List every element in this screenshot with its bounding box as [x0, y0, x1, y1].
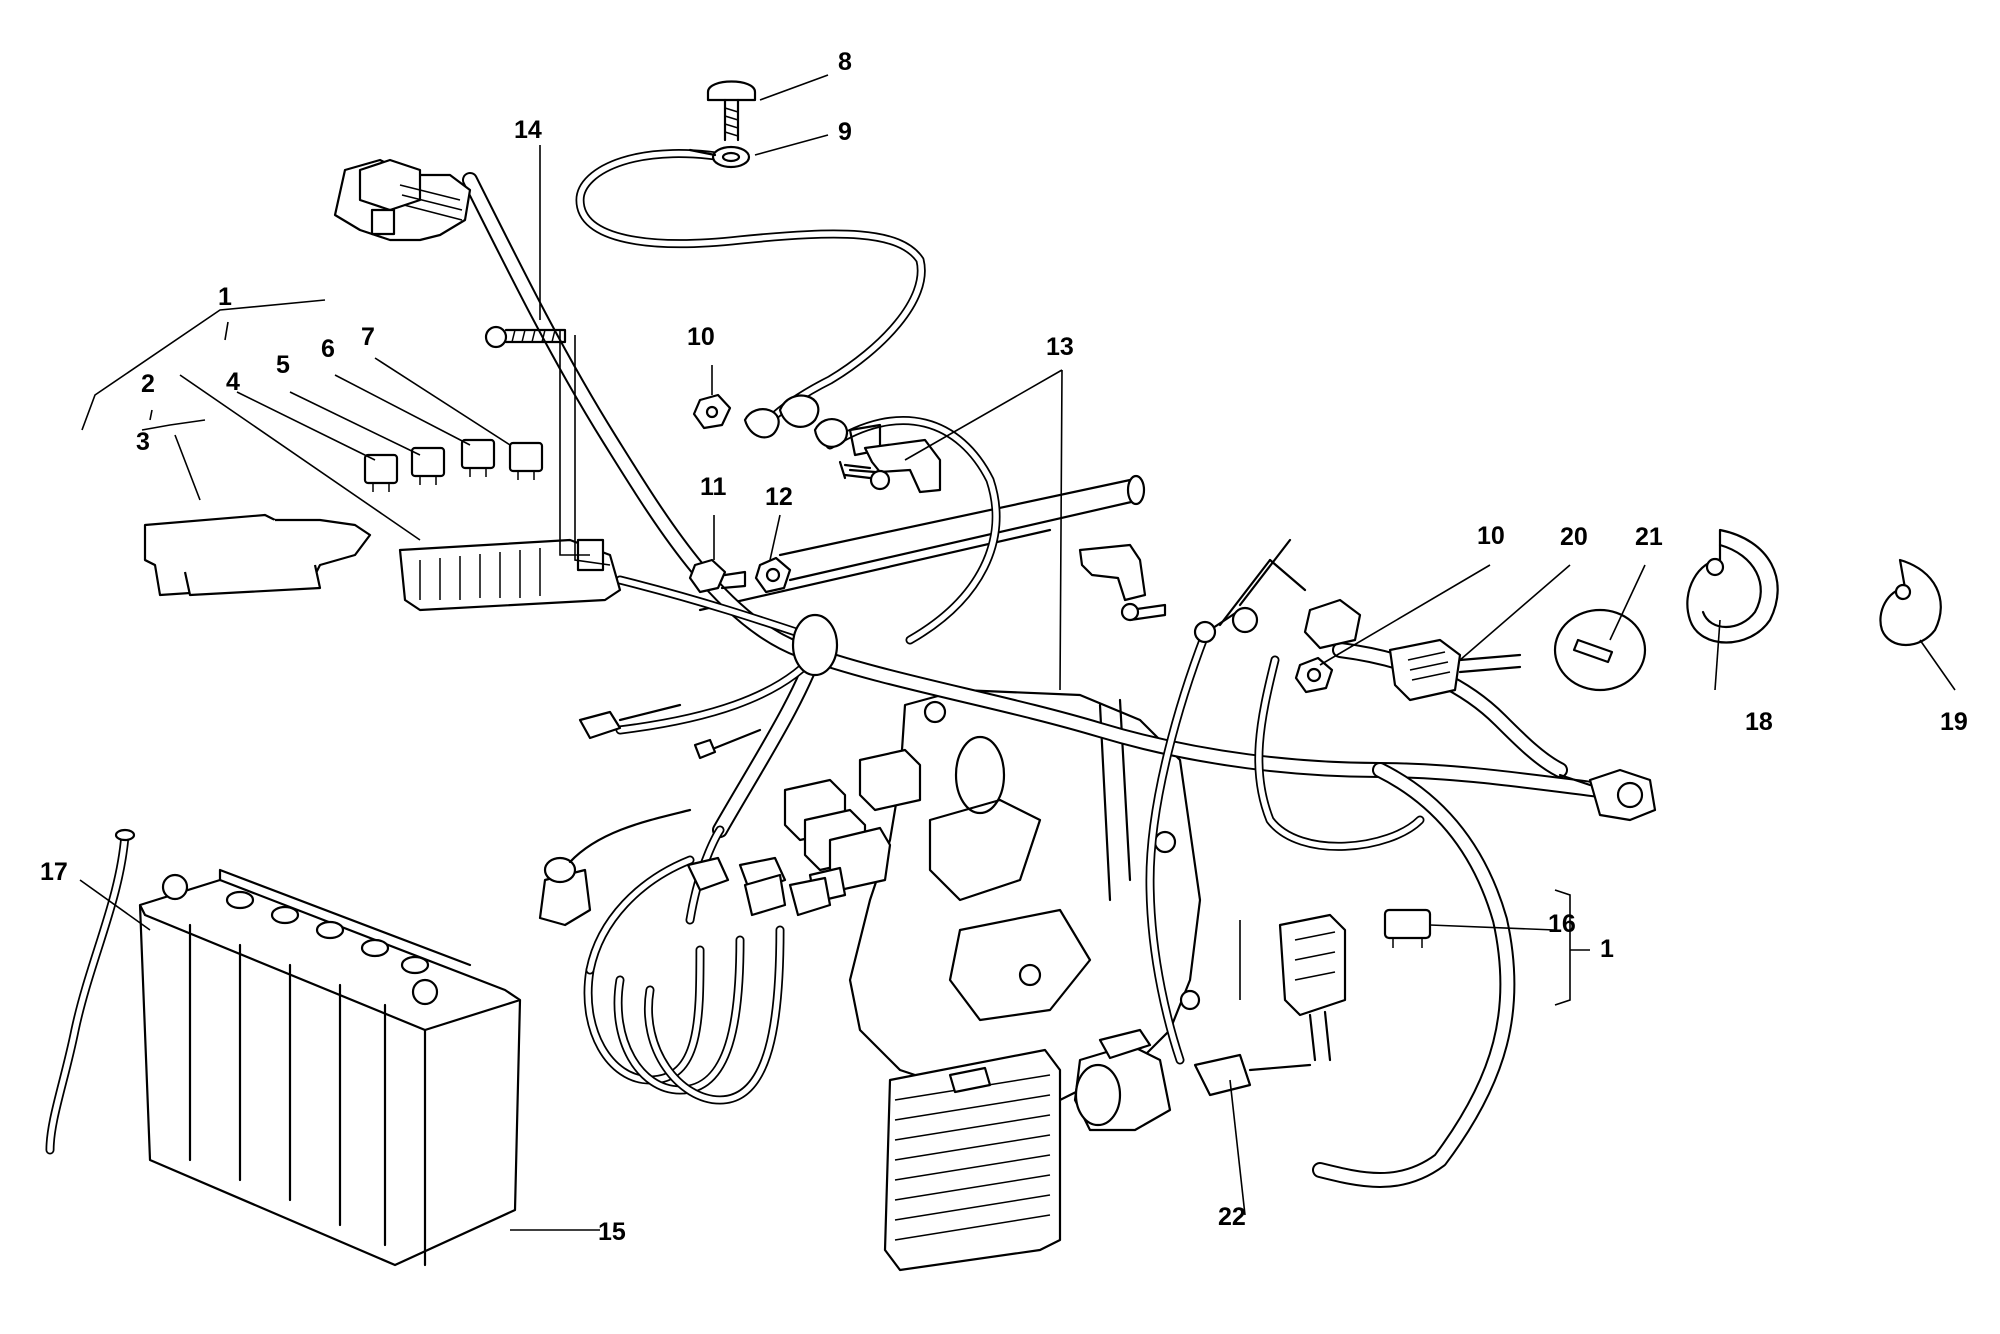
callout-21: 21 [1635, 523, 1663, 551]
breather-hose [45, 828, 136, 1155]
callout-3: 3 [136, 428, 150, 456]
screw-14 [484, 325, 567, 349]
callout-10-right: 10 [1477, 522, 1505, 550]
callout-11: 11 [700, 473, 727, 501]
blade-fuses [363, 438, 544, 492]
callout-10-left: 10 [687, 323, 715, 351]
callout-5: 5 [276, 351, 290, 379]
callout-8: 8 [838, 48, 852, 76]
multi-connector-right [1278, 913, 1347, 1062]
small-connectors [578, 703, 847, 917]
pin-21 [1553, 608, 1647, 692]
nut-11 [688, 558, 747, 594]
bracket-13-upper [838, 438, 942, 494]
callout-18: 18 [1745, 708, 1773, 736]
rubber-boot [538, 808, 692, 927]
relays [783, 748, 922, 892]
callout-12: 12 [765, 483, 793, 511]
callout-1-right: 1 [1600, 935, 1614, 963]
callout-19: 19 [1940, 708, 1968, 736]
lower-harness-loops [583, 825, 785, 1105]
callout-14: 14 [514, 116, 542, 144]
fuse-box-cover [143, 513, 372, 597]
callout-labels: 1 2 3 4 5 6 7 8 9 10 10 11 12 13 14 15 1… [40, 48, 1968, 1246]
bracket-13-lower [1078, 543, 1167, 622]
starter-solenoid [1073, 1028, 1172, 1132]
connector-22 [1193, 1053, 1312, 1097]
callout-17: 17 [40, 858, 68, 886]
callout-1-top: 1 [218, 283, 232, 311]
ring-terminal-9 [688, 145, 751, 169]
callout-2: 2 [141, 370, 155, 398]
battery [138, 868, 522, 1267]
battery-ground-cables [575, 149, 1425, 1065]
terminal-bolts [743, 394, 882, 457]
nut-10-right [1294, 656, 1334, 694]
callout-16: 16 [1548, 910, 1576, 938]
callout-6: 6 [321, 335, 335, 363]
callout-4: 4 [226, 368, 240, 396]
round-connector-right [1558, 768, 1657, 822]
hose-clip-18 [1686, 528, 1779, 644]
fuse-box [398, 538, 622, 612]
connector-cluster-right [1193, 538, 1362, 650]
callout-20: 20 [1560, 523, 1588, 551]
callout-13: 13 [1046, 333, 1074, 361]
callout-22: 22 [1218, 1203, 1246, 1231]
callout-15: 15 [598, 1218, 626, 1246]
nut-12 [754, 556, 792, 594]
main-wiring-harness [462, 172, 1608, 1188]
callout-7: 7 [361, 323, 375, 351]
voltage-regulator [883, 1048, 1062, 1272]
screw-8 [706, 80, 757, 142]
nut-10-left [692, 393, 732, 430]
leader-lines [79, 74, 1956, 1231]
callout-9: 9 [838, 118, 852, 146]
blade-fuse-16 [1383, 908, 1432, 948]
multi-pin-connector [333, 158, 472, 242]
connector-20 [1388, 638, 1522, 702]
hose-clip-19 [1879, 558, 1942, 646]
